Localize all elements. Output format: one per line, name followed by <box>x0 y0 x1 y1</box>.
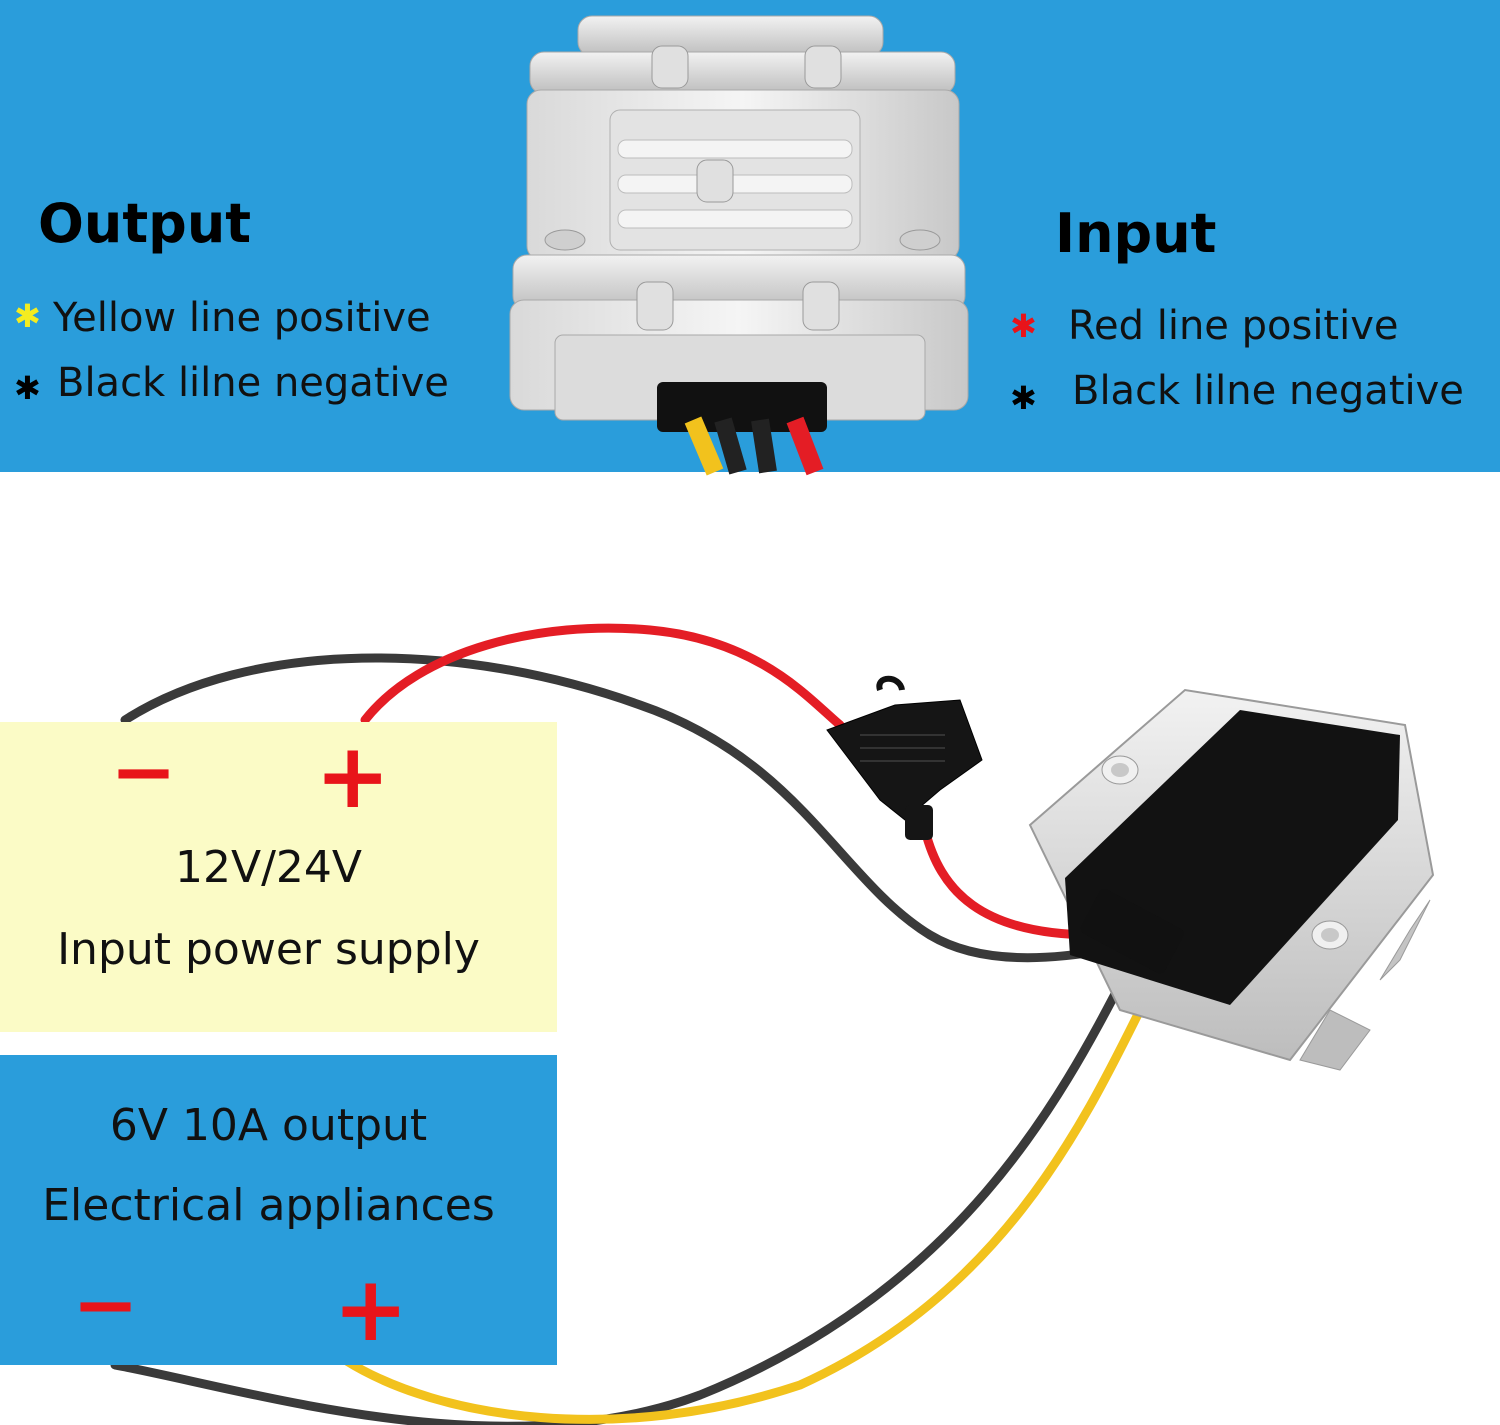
input-positive-label: Red line positive <box>1068 303 1399 349</box>
input-negative-label: Black lilne negative <box>1072 368 1464 414</box>
output-negative-label: Black lilne negative <box>57 360 449 406</box>
output-minus-sign: − <box>72 1258 140 1351</box>
top-yellow-wire <box>684 416 724 476</box>
top-black-wire-2 <box>751 418 777 474</box>
input-description: Input power supply <box>57 924 480 975</box>
output-positive-wire <box>340 985 1155 1424</box>
output-rating: 6V 10A output <box>109 1100 428 1151</box>
top-black-wire <box>714 417 747 475</box>
input-power-box: − + 12V/24V Input power supply <box>0 722 557 1032</box>
black-star-icon: ✱ <box>14 369 41 407</box>
output-plus-sign: + <box>333 1257 409 1362</box>
output-appliance-box: 6V 10A output Electrical appliances − + <box>0 1055 557 1365</box>
lower-converter <box>1028 688 1435 1071</box>
input-minus-sign: − <box>110 725 178 818</box>
yellow-star-icon: ✱ <box>14 297 41 335</box>
output-negative-wire <box>110 970 1130 1425</box>
red-star-icon: ✱ <box>1010 307 1037 345</box>
output-positive-label: Yellow line positive <box>53 295 431 341</box>
fuse-holder <box>826 675 983 840</box>
input-positive-wire <box>360 623 845 730</box>
input-voltage: 12V/24V <box>175 842 362 893</box>
output-description: Electrical appliances <box>42 1180 495 1231</box>
black-star-icon-2: ✱ <box>1010 379 1037 417</box>
input-heading: Input <box>1055 202 1217 265</box>
fused-positive-wire <box>920 825 1100 940</box>
top-red-wire <box>786 416 824 476</box>
top-converter <box>509 15 969 476</box>
input-plus-sign: + <box>315 724 391 829</box>
output-heading: Output <box>38 192 252 255</box>
input-negative-wire <box>120 653 1110 963</box>
